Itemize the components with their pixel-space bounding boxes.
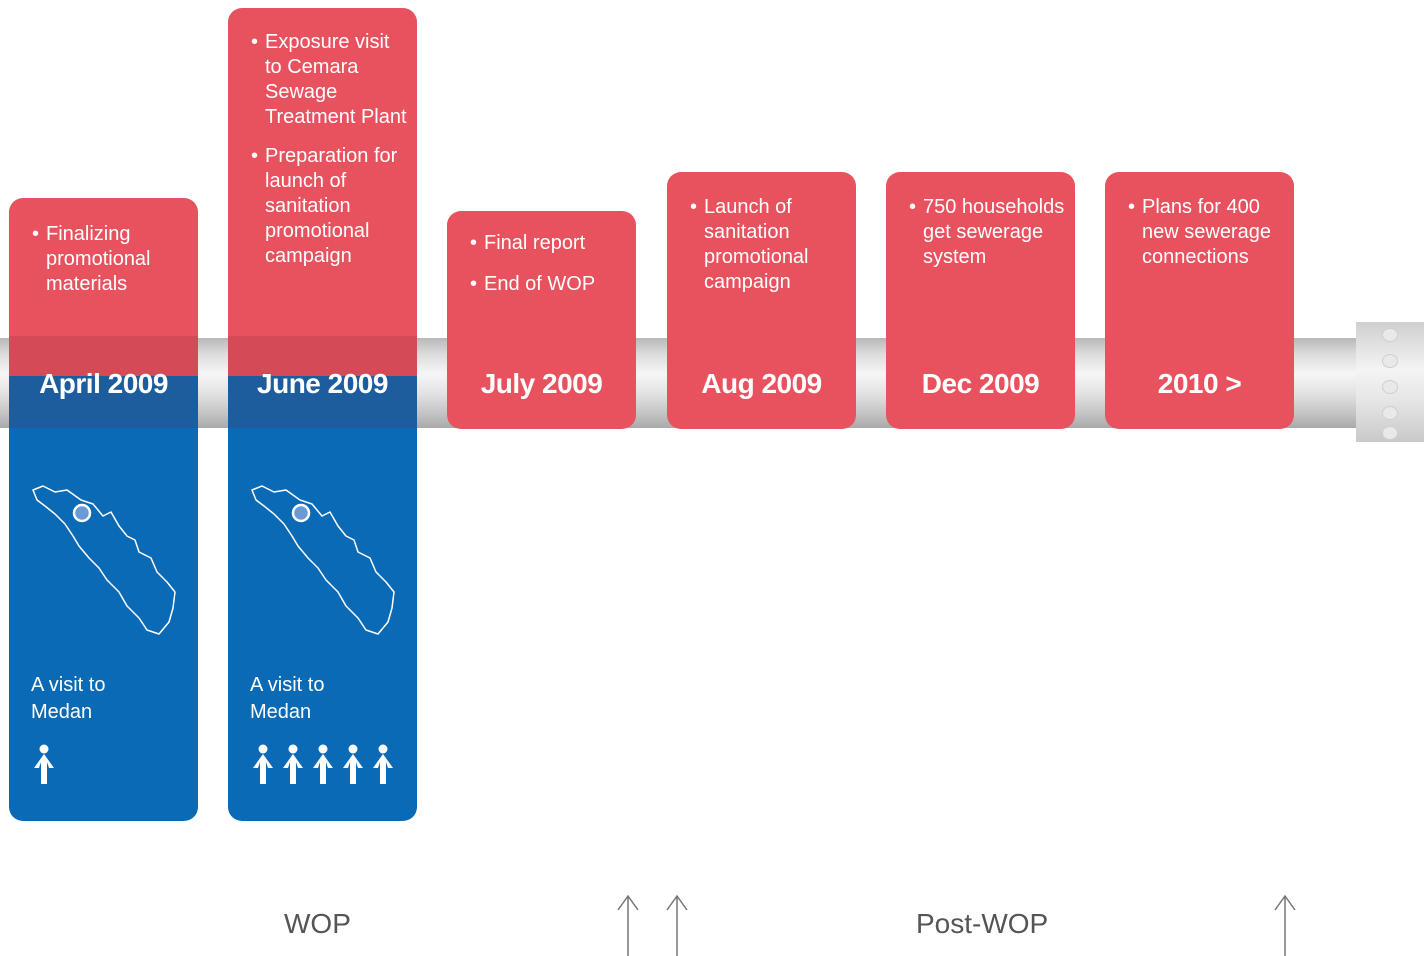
timeline-card-july-2009: Final report End of WOP July 2009 [447, 211, 636, 429]
date-label: April 2009 [39, 368, 168, 399]
milestone-item: 750 households get sewerage system [908, 195, 1067, 270]
person-icon [283, 744, 303, 784]
timeline-card-april-2009: Finalizing promotional materials April 2… [9, 198, 198, 821]
pipe-flange [1356, 322, 1424, 442]
milestone-item: Launch of sanitation promotional campaig… [689, 195, 848, 295]
milestone-list: 750 households get sewerage system [908, 195, 1067, 284]
people-count [31, 744, 57, 784]
visit-text: A visit to Medan [31, 674, 106, 723]
person-icon [34, 744, 54, 784]
bolt-icon [1382, 328, 1398, 342]
timeline-card-aug-2009: Launch of sanitation promotional campaig… [667, 172, 856, 429]
phase-label-post-wop: Post-WOP [916, 908, 1049, 939]
location-marker-icon [72, 503, 92, 523]
milestone-item: Finalizing promotional materials [31, 222, 190, 297]
up-arrow-icon [617, 894, 639, 956]
person-icon [313, 744, 333, 784]
milestone-list: Exposure visit to Cemara Sewage Treatmen… [250, 30, 409, 283]
person-icon [253, 744, 273, 784]
pipe-overlay [228, 336, 417, 428]
milestone-item: Final report [469, 231, 628, 256]
sumatra-map-icon [32, 485, 176, 635]
milestone-item: Exposure visit to Cemara Sewage Treatmen… [250, 30, 409, 130]
date-label: 2010 > [1157, 368, 1242, 399]
bolt-icon [1382, 406, 1398, 420]
sumatra-map-icon [251, 485, 395, 635]
phase-label-wop: WOP [284, 908, 351, 939]
date-label: Dec 2009 [921, 368, 1040, 399]
location-marker-icon [291, 503, 311, 523]
visit-text: A visit to Medan [250, 674, 325, 723]
person-icon [343, 744, 363, 784]
timeline-card-dec-2009: 750 households get sewerage system Dec 2… [886, 172, 1075, 429]
bolt-icon [1382, 380, 1398, 394]
timeline-card-june-2009: Exposure visit to Cemara Sewage Treatmen… [228, 8, 417, 821]
milestone-item: End of WOP [469, 272, 628, 297]
date-label: July 2009 [480, 368, 603, 399]
milestone-list: Finalizing promotional materials [31, 222, 190, 311]
milestone-list: Launch of sanitation promotional campaig… [689, 195, 848, 309]
milestone-item: Plans for 400 new sewerage connections [1127, 195, 1286, 270]
date-label: June 2009 [257, 368, 388, 399]
pipe-overlay [9, 336, 198, 428]
milestone-list: Plans for 400 new sewerage connections [1127, 195, 1286, 284]
bolt-icon [1382, 354, 1398, 368]
timeline-card-2010: Plans for 400 new sewerage connections 2… [1105, 172, 1294, 429]
person-icon [373, 744, 393, 784]
up-arrow-icon [1274, 894, 1296, 956]
milestone-list: Final report End of WOP [469, 231, 628, 311]
people-count [250, 744, 396, 784]
up-arrow-icon [666, 894, 688, 956]
bolt-icon [1382, 426, 1398, 440]
date-label: Aug 2009 [701, 368, 822, 399]
milestone-item: Preparation for launch of sanitation pro… [250, 144, 409, 269]
